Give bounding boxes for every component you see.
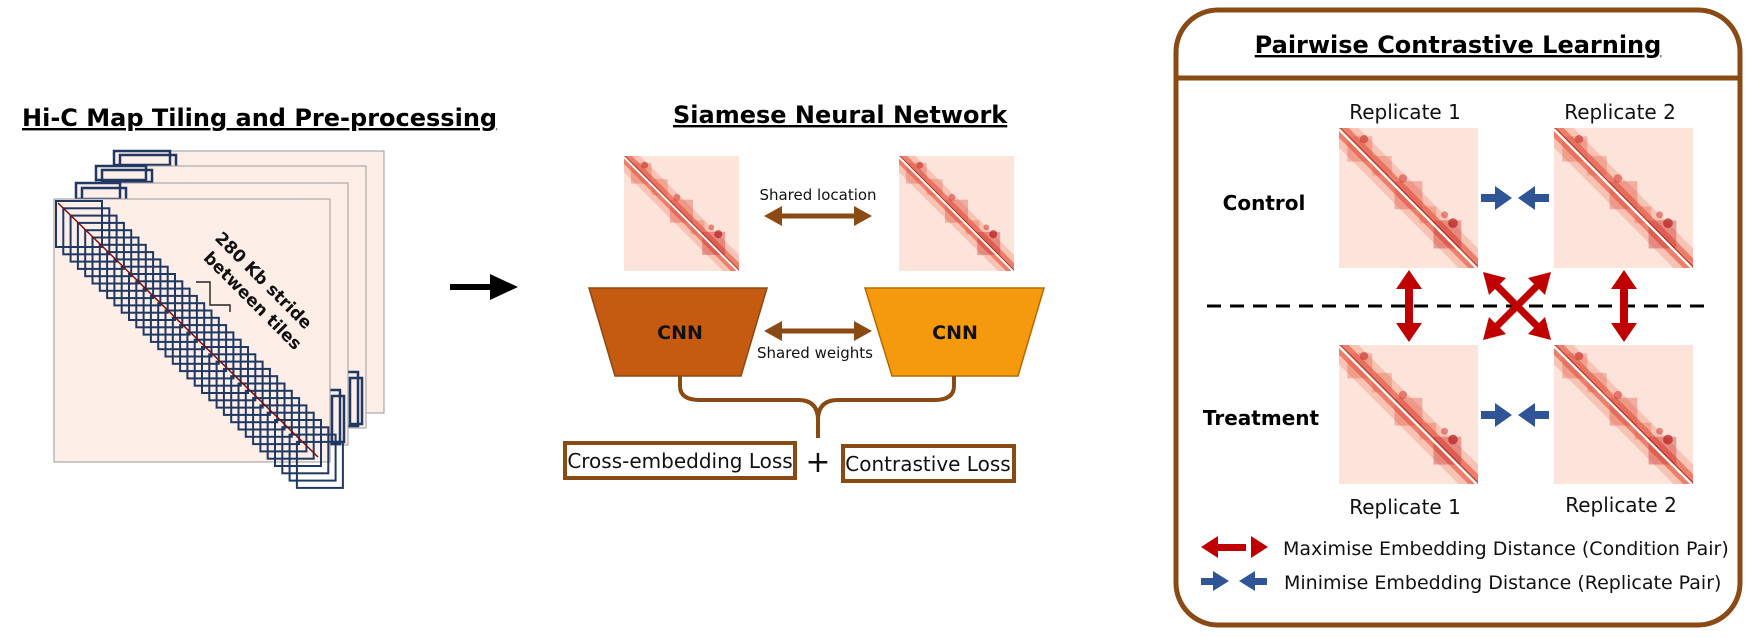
tile-grid [55, 200, 344, 489]
tile [91, 236, 140, 285]
cnn-left-label: CNN [657, 322, 703, 344]
tile [179, 324, 228, 373]
tile [208, 353, 257, 402]
tile [288, 433, 337, 482]
shared-location-label: Shared location [759, 186, 876, 204]
tile [98, 243, 147, 292]
tile [84, 229, 133, 278]
tile [193, 338, 242, 387]
maximise-arrow-rep2 [1611, 270, 1637, 342]
tile [171, 316, 220, 365]
siamese-panel: Siamese Neural Network Shared location C… [563, 101, 1046, 483]
maximise-arrow-rep1 [1396, 270, 1422, 342]
replicate-1-top-label: Replicate 1 [1349, 100, 1461, 124]
replicate-2-top-label: Replicate 2 [1564, 100, 1676, 124]
siamese-title: Siamese Neural Network [673, 101, 1008, 129]
hic-sheet-1 [53, 198, 344, 489]
shared-location-arrow [764, 206, 872, 226]
tile [113, 258, 162, 307]
tile [201, 346, 249, 394]
tile [106, 251, 155, 300]
hic-map-stack [53, 149, 385, 489]
tile [186, 331, 235, 380]
cross-embedding-loss-box: Cross-embedding Loss [563, 441, 797, 480]
cross-embedding-loss-label: Cross-embedding Loss [567, 449, 792, 473]
tile [69, 214, 118, 263]
heatmap-control-rep1 [1339, 128, 1478, 268]
merge-brace [678, 376, 956, 438]
cnn-left-block: CNN [587, 287, 769, 377]
tile [252, 397, 301, 446]
plus-sign: + [805, 445, 830, 480]
legend-red-double-arrow-icon [1201, 536, 1268, 558]
heatmap-treatment-rep1 [1339, 345, 1478, 484]
tiling-title: Hi-C Map Tiling and Pre-processing [22, 104, 497, 132]
tile [259, 404, 308, 453]
maximise-cross-arrows [1483, 272, 1551, 340]
tile [142, 287, 191, 336]
legend-maximise-label: Maximise Embedding Distance (Condition P… [1283, 538, 1729, 560]
tile [128, 273, 176, 321]
contrastive-title: Pairwise Contrastive Learning [1255, 31, 1662, 59]
cnn-right-block: CNN [863, 287, 1046, 377]
heatmap-control-rep2 [1554, 128, 1693, 268]
tile [55, 200, 103, 248]
tile [244, 389, 293, 438]
legend: Maximise Embedding Distance (Condition P… [1201, 536, 1729, 594]
control-label: Control [1223, 191, 1306, 215]
shared-weights-label: Shared weights [757, 344, 873, 362]
stride-bracket [196, 281, 231, 312]
contrastive-panel: Pairwise Contrastive Learning Replicate … [1173, 7, 1743, 628]
tile [157, 302, 206, 351]
tile [135, 280, 184, 329]
tile [237, 382, 286, 431]
tile [62, 207, 111, 256]
contrastive-loss-label: Contrastive Loss [845, 452, 1010, 476]
tile [281, 426, 330, 475]
tile [164, 309, 213, 358]
cnn-right-label: CNN [932, 322, 978, 344]
input-heatmap-right [899, 156, 1014, 271]
input-heatmap-left [624, 156, 739, 271]
tile [266, 411, 315, 460]
treatment-label: Treatment [1203, 406, 1320, 430]
tile [274, 419, 322, 467]
tile [230, 375, 279, 424]
shared-weights-arrow [764, 321, 872, 341]
tile [76, 221, 125, 270]
tile [120, 265, 169, 314]
tile [215, 360, 264, 409]
replicate-2-bottom-label: Replicate 2 [1565, 493, 1677, 517]
minimise-arrows-treatment [1481, 403, 1549, 427]
legend-blue-converging-arrows-icon [1201, 571, 1267, 591]
legend-minimise-label: Minimise Embedding Distance (Replicate P… [1284, 572, 1721, 594]
tile [222, 367, 271, 416]
right-arrow-icon [450, 274, 518, 300]
heatmap-treatment-rep2 [1554, 345, 1693, 484]
minimise-arrows-control [1481, 186, 1549, 210]
tile [295, 440, 344, 489]
contrastive-loss-box: Contrastive Loss [841, 444, 1016, 483]
replicate-1-bottom-label: Replicate 1 [1349, 495, 1461, 519]
tiling-panel: Hi-C Map Tiling and Pre-processing [22, 104, 497, 489]
tile [149, 294, 198, 343]
